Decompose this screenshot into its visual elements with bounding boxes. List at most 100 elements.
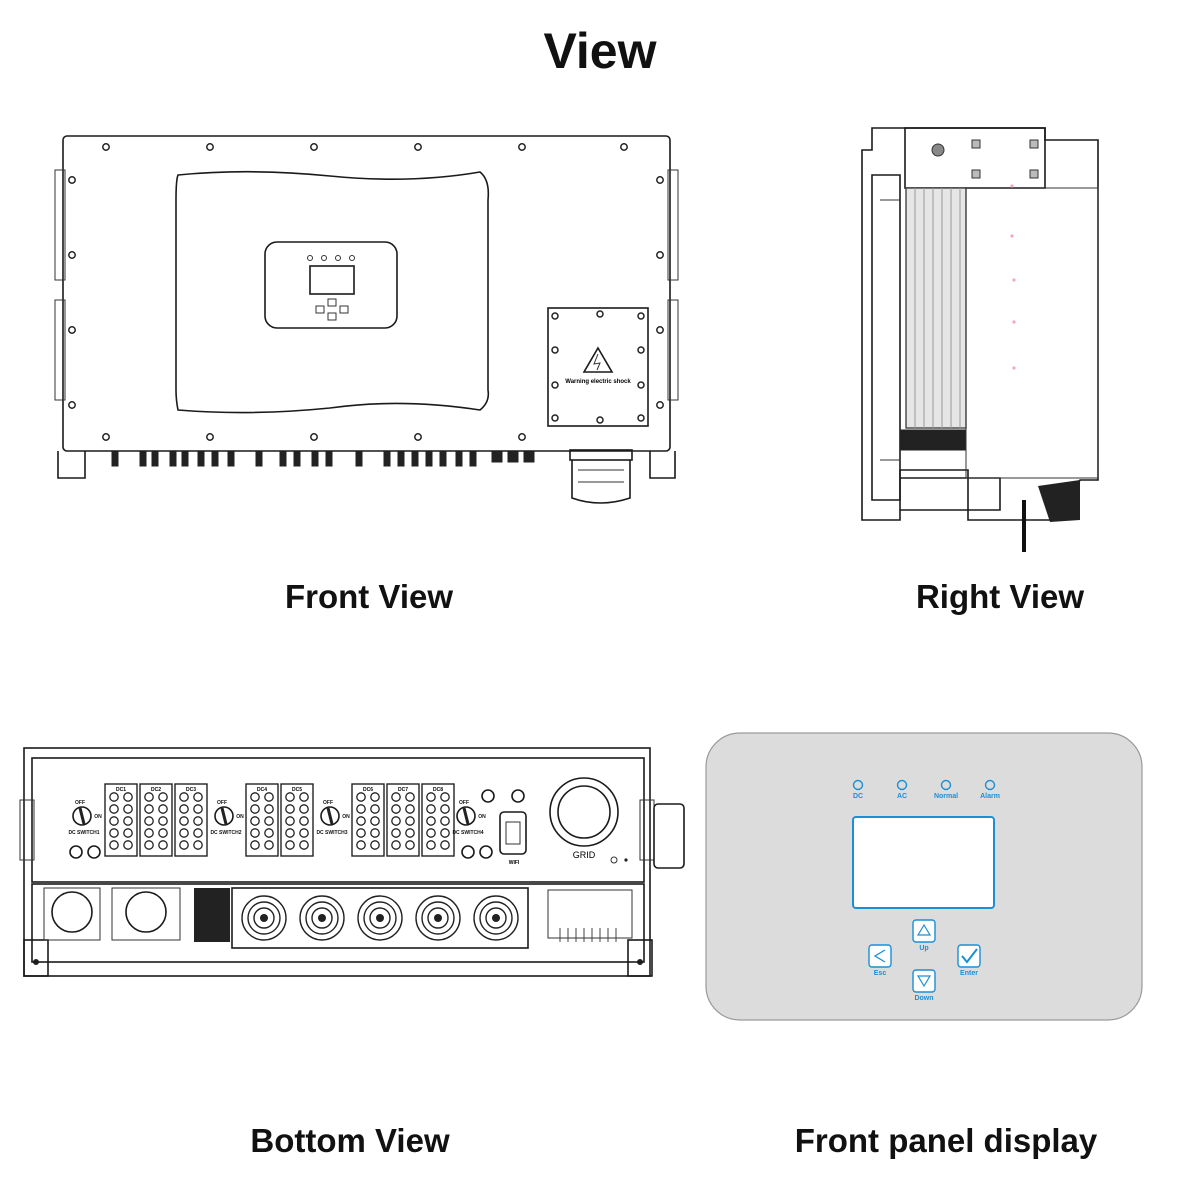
dc-terminal: [144, 804, 154, 814]
right-heatsink: [905, 187, 967, 429]
fan-ring: [247, 901, 281, 935]
dc-terminal: [250, 828, 260, 838]
switch-on-label-1: ON: [94, 814, 102, 820]
dc-terminal: [250, 804, 260, 814]
dc-block: [386, 783, 420, 857]
dc-terminal: [370, 804, 380, 814]
dc-terminal: [370, 792, 380, 802]
dc-group-label: DC2: [151, 787, 161, 793]
dc-terminal: [370, 816, 380, 826]
dc-terminal: [299, 792, 309, 802]
dc-terminal: [285, 828, 295, 838]
switch-off-label-1: OFF: [75, 800, 85, 806]
front-screws: [68, 143, 664, 441]
dc-terminal: [299, 840, 309, 850]
led-alarm-icon: [984, 779, 996, 791]
wifi-label: WIFI: [509, 860, 520, 866]
switch-on-label-2: ON: [236, 814, 244, 820]
dc-terminal: [391, 840, 401, 850]
led-label-normal: Normal: [934, 793, 958, 800]
dc-terminal: [179, 828, 189, 838]
dc-block: [351, 783, 385, 857]
dc-terminal: [193, 828, 203, 838]
dc-group-label: DC1: [116, 787, 126, 793]
dc-block: [104, 783, 138, 857]
dc-terminal: [158, 792, 168, 802]
dc-terminal: [193, 816, 203, 826]
dc-terminal: [250, 792, 260, 802]
fan-hub: [318, 914, 326, 922]
esc-button: [868, 944, 892, 968]
dc-terminal: [193, 840, 203, 850]
switch-label-4: DC SWITCH4: [452, 830, 483, 836]
switch-on-label-4: ON: [478, 814, 486, 820]
panel-lcd-screen: [852, 816, 995, 909]
fan-ring: [311, 907, 333, 929]
dc-terminal: [123, 840, 133, 850]
enter-button: [957, 944, 981, 968]
down-button: [912, 969, 936, 993]
dc-terminal: [285, 840, 295, 850]
bottom-right-foot: [627, 939, 653, 977]
warning-triangle-icon: [582, 346, 614, 373]
dc-block: [280, 783, 314, 857]
dc-block: [421, 783, 455, 857]
dc-terminal: [193, 804, 203, 814]
right-body-panel: [965, 187, 1099, 479]
dc-terminal: [426, 792, 436, 802]
dc-group-label: DC3: [186, 787, 196, 793]
right-cable-gland: [1038, 480, 1080, 522]
dc-terminal: [109, 792, 119, 802]
dc-terminal: [109, 804, 119, 814]
fan-ring: [363, 901, 397, 935]
dc-terminal: [405, 828, 415, 838]
dc-terminal: [440, 828, 450, 838]
fans: [241, 895, 519, 941]
dc-group-label: DC7: [398, 787, 408, 793]
front-cable-gland: [569, 449, 633, 504]
dc-terminal: [264, 804, 274, 814]
dc-terminal: [109, 816, 119, 826]
bottom-outer-plate: [23, 747, 651, 977]
front-enclosure: [62, 135, 671, 452]
dc-terminal: [426, 840, 436, 850]
dc-terminal: [299, 804, 309, 814]
indicator-leds: [852, 779, 996, 791]
dc-terminal: [391, 792, 401, 802]
front-bottom-connectors: [111, 451, 535, 467]
grid-label: GRID: [573, 850, 596, 860]
up-label: Up: [919, 945, 928, 952]
dc-terminal: [426, 828, 436, 838]
dc-terminal: [299, 828, 309, 838]
switch-label-2: DC SWITCH2: [210, 830, 241, 836]
led-normal-icon: [940, 779, 952, 791]
dc-terminal: [144, 840, 154, 850]
fan-ring: [253, 907, 275, 929]
switch-label-3: DC SWITCH3: [316, 830, 347, 836]
dc-terminal: [370, 828, 380, 838]
wifi-port: [499, 811, 527, 855]
fan-ring: [369, 907, 391, 929]
dc-terminal: [356, 828, 366, 838]
dc-terminal: [405, 816, 415, 826]
dc-terminal: [391, 828, 401, 838]
switch-label-1: DC SWITCH1: [68, 830, 99, 836]
fan-hub: [434, 914, 442, 922]
dc-block: [245, 783, 279, 857]
fan-ring: [485, 907, 507, 929]
dc-terminal: [299, 816, 309, 826]
dc-terminal: [285, 792, 295, 802]
dc-terminal: [356, 840, 366, 850]
dc-terminal: [193, 792, 203, 802]
dc-terminal: [356, 804, 366, 814]
caption-right-view: Right View: [915, 578, 1085, 615]
dc-terminal: [264, 828, 274, 838]
dc-terminal: [179, 792, 189, 802]
dc-group-label: DC4: [257, 787, 267, 793]
dc-terminal: [264, 816, 274, 826]
back-arrow-icon: [873, 949, 886, 963]
dc-terminal: [179, 840, 189, 850]
caption-front-panel-display: Front panel display: [794, 1122, 1098, 1159]
